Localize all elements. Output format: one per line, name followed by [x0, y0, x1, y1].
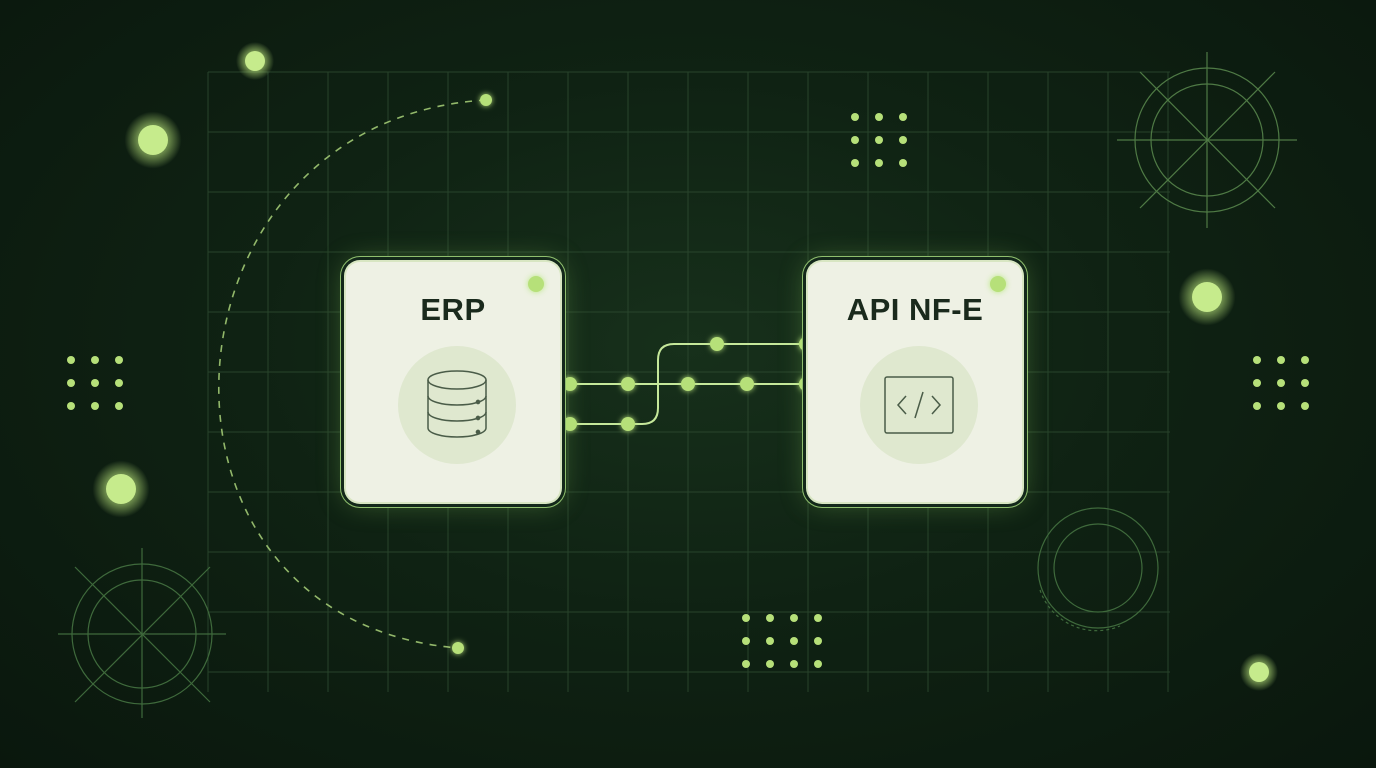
- cluster-dot: [814, 660, 822, 668]
- erp-status-dot: [528, 276, 544, 292]
- cluster-dot: [742, 660, 750, 668]
- connector-node: [621, 377, 635, 391]
- cluster-dot: [91, 356, 99, 364]
- arc-endpoint-bottom: [452, 642, 464, 654]
- api-nfe-card[interactable]: API NF-E: [808, 262, 1022, 502]
- orb: [1249, 662, 1269, 682]
- cluster-dot: [1301, 379, 1309, 387]
- cluster-dot: [1277, 379, 1285, 387]
- arc-endpoint-top: [480, 94, 492, 106]
- cluster-dot: [899, 136, 907, 144]
- cluster-dot: [899, 113, 907, 121]
- connector-node: [621, 417, 635, 431]
- cluster-dot: [766, 614, 774, 622]
- cluster-dot: [91, 402, 99, 410]
- cluster-dot: [67, 379, 75, 387]
- cluster-dot: [1253, 402, 1261, 410]
- cluster-dot: [851, 136, 859, 144]
- dot-clusters: [67, 113, 1309, 668]
- erp-title: ERP: [420, 292, 486, 327]
- cluster-dot: [1277, 402, 1285, 410]
- cluster-dot: [814, 614, 822, 622]
- cluster-dot: [91, 379, 99, 387]
- api-status-dot: [990, 276, 1006, 292]
- target-circle-bottom-left: [58, 548, 226, 718]
- connector-node: [710, 337, 724, 351]
- cluster-dot: [67, 402, 75, 410]
- connector-node: [740, 377, 754, 391]
- connector-node: [681, 377, 695, 391]
- cluster-dot: [1301, 356, 1309, 364]
- api-title: API NF-E: [846, 292, 984, 327]
- cluster-dot: [115, 379, 123, 387]
- cluster-dot: [1253, 356, 1261, 364]
- cluster-dot: [742, 637, 750, 645]
- cluster-dot: [1277, 356, 1285, 364]
- target-circle-top-right: [1117, 52, 1297, 228]
- cluster-dot: [790, 614, 798, 622]
- cluster-dot: [790, 660, 798, 668]
- cluster-dot: [115, 356, 123, 364]
- connector-node: [563, 377, 577, 391]
- database-icon: [398, 346, 516, 464]
- connection-nodes: [563, 337, 813, 431]
- cluster-dot: [742, 614, 750, 622]
- orb: [1192, 282, 1222, 312]
- cluster-dot: [766, 637, 774, 645]
- orb: [245, 51, 265, 71]
- cluster-dot: [790, 637, 798, 645]
- cluster-dot: [875, 159, 883, 167]
- cluster-dot: [875, 136, 883, 144]
- cluster-dot: [851, 113, 859, 121]
- connector-node: [563, 417, 577, 431]
- cluster-dot: [1301, 402, 1309, 410]
- target-circle-bottom-right: [1037, 507, 1159, 632]
- cluster-dot: [1253, 379, 1261, 387]
- orb: [138, 125, 168, 155]
- cluster-dot: [851, 159, 859, 167]
- cluster-dot: [899, 159, 907, 167]
- cluster-dot: [875, 113, 883, 121]
- cluster-dot: [115, 402, 123, 410]
- orb: [106, 474, 136, 504]
- connector-lower-bend: [570, 343, 806, 425]
- glow-orbs: [92, 42, 1278, 691]
- cluster-dot: [814, 637, 822, 645]
- cluster-dot: [67, 356, 75, 364]
- erp-card[interactable]: ERP: [346, 262, 560, 502]
- code-icon: [860, 346, 978, 464]
- cluster-dot: [766, 660, 774, 668]
